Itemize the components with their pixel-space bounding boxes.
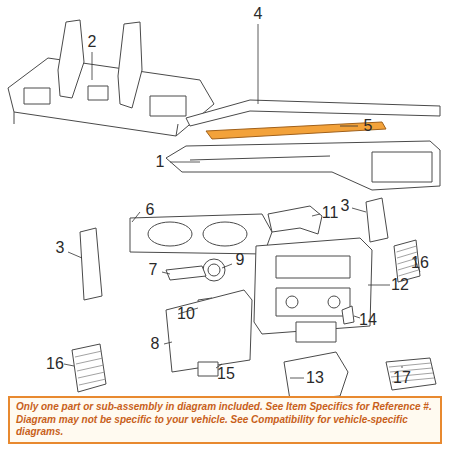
callout-number: 5 [364, 118, 373, 134]
callout-number: 9 [236, 252, 245, 268]
leader-line [290, 378, 304, 379]
leader-line [92, 52, 93, 80]
air-vent [72, 344, 106, 392]
bezel-opening [148, 222, 192, 246]
callout-number: 3 [56, 240, 65, 256]
stack-knob [286, 296, 298, 308]
beam-edge [176, 124, 178, 136]
callout-number: 16 [411, 255, 429, 271]
leader-line [312, 214, 320, 216]
clip [342, 306, 354, 324]
leader-line [368, 285, 390, 286]
callout-number: 12 [391, 277, 409, 293]
beam-edge [14, 112, 15, 124]
small-switch [198, 362, 218, 376]
leader-line [68, 252, 82, 258]
switch-knob [208, 264, 220, 276]
leader-line [132, 212, 140, 222]
center-stack [254, 238, 372, 334]
grille [386, 358, 436, 390]
callout-number: 3 [341, 198, 350, 214]
leader-line [340, 126, 358, 127]
leader-lines [64, 24, 420, 378]
callout-number: 15 [217, 366, 235, 382]
beam-opening [24, 88, 50, 104]
callout-number: 4 [254, 6, 263, 22]
stack-opening [276, 288, 350, 316]
stack-opening [276, 256, 350, 278]
panel-opening [372, 152, 432, 182]
callout-number: 11 [322, 205, 339, 221]
storage-tray [284, 352, 348, 400]
side-trim [366, 198, 388, 242]
beam-brace [118, 22, 142, 108]
trim-piece [166, 266, 206, 280]
beam-opening [88, 86, 108, 100]
leader-line [354, 316, 360, 318]
leader-line [402, 366, 403, 368]
cross-car-beam [8, 58, 214, 136]
dash-panel [166, 141, 440, 190]
leader-line [258, 24, 259, 104]
bezel-opening [203, 222, 247, 246]
stack-knob [328, 296, 340, 308]
panel-line [190, 156, 330, 160]
vent-slat [79, 379, 106, 385]
beam-brace [58, 20, 84, 98]
knee-panel [166, 290, 252, 372]
leader-line [164, 342, 172, 344]
callout-number: 13 [306, 370, 324, 386]
vent-slat [77, 365, 104, 371]
callout-number: 6 [146, 202, 155, 218]
notice-text: Only one part or sub-assembly in diagram… [16, 401, 434, 439]
vent-slat [75, 351, 102, 357]
vent-slats [75, 246, 434, 385]
leader-line [170, 162, 200, 163]
callout-number: 17 [393, 370, 411, 386]
callout-number: 14 [359, 312, 377, 328]
beam-opening [150, 96, 186, 116]
side-trim [80, 228, 102, 300]
vent-slat [76, 358, 103, 364]
callout-number: 10 [177, 306, 195, 322]
vent-slat [78, 372, 105, 378]
callout-number: 16 [46, 356, 64, 372]
vent-slat [389, 363, 431, 367]
callout-number: 2 [88, 34, 97, 50]
leader-line [64, 364, 74, 366]
callout-number: 8 [151, 336, 160, 352]
callout-number: 1 [156, 154, 165, 170]
callout-number: 7 [149, 262, 158, 278]
leader-line [162, 272, 170, 274]
cluster-bezel [130, 214, 272, 254]
leader-line [352, 208, 366, 212]
tray-lid [296, 322, 336, 342]
defroster-grille-highlight [206, 122, 386, 139]
leader-line [222, 264, 232, 268]
trim-bezel [268, 206, 322, 234]
headlamp-switch [203, 259, 225, 281]
vent-slat [397, 246, 417, 252]
notice-box: Only one part or sub-assembly in diagram… [8, 396, 442, 444]
dash-top-pad [186, 100, 440, 126]
